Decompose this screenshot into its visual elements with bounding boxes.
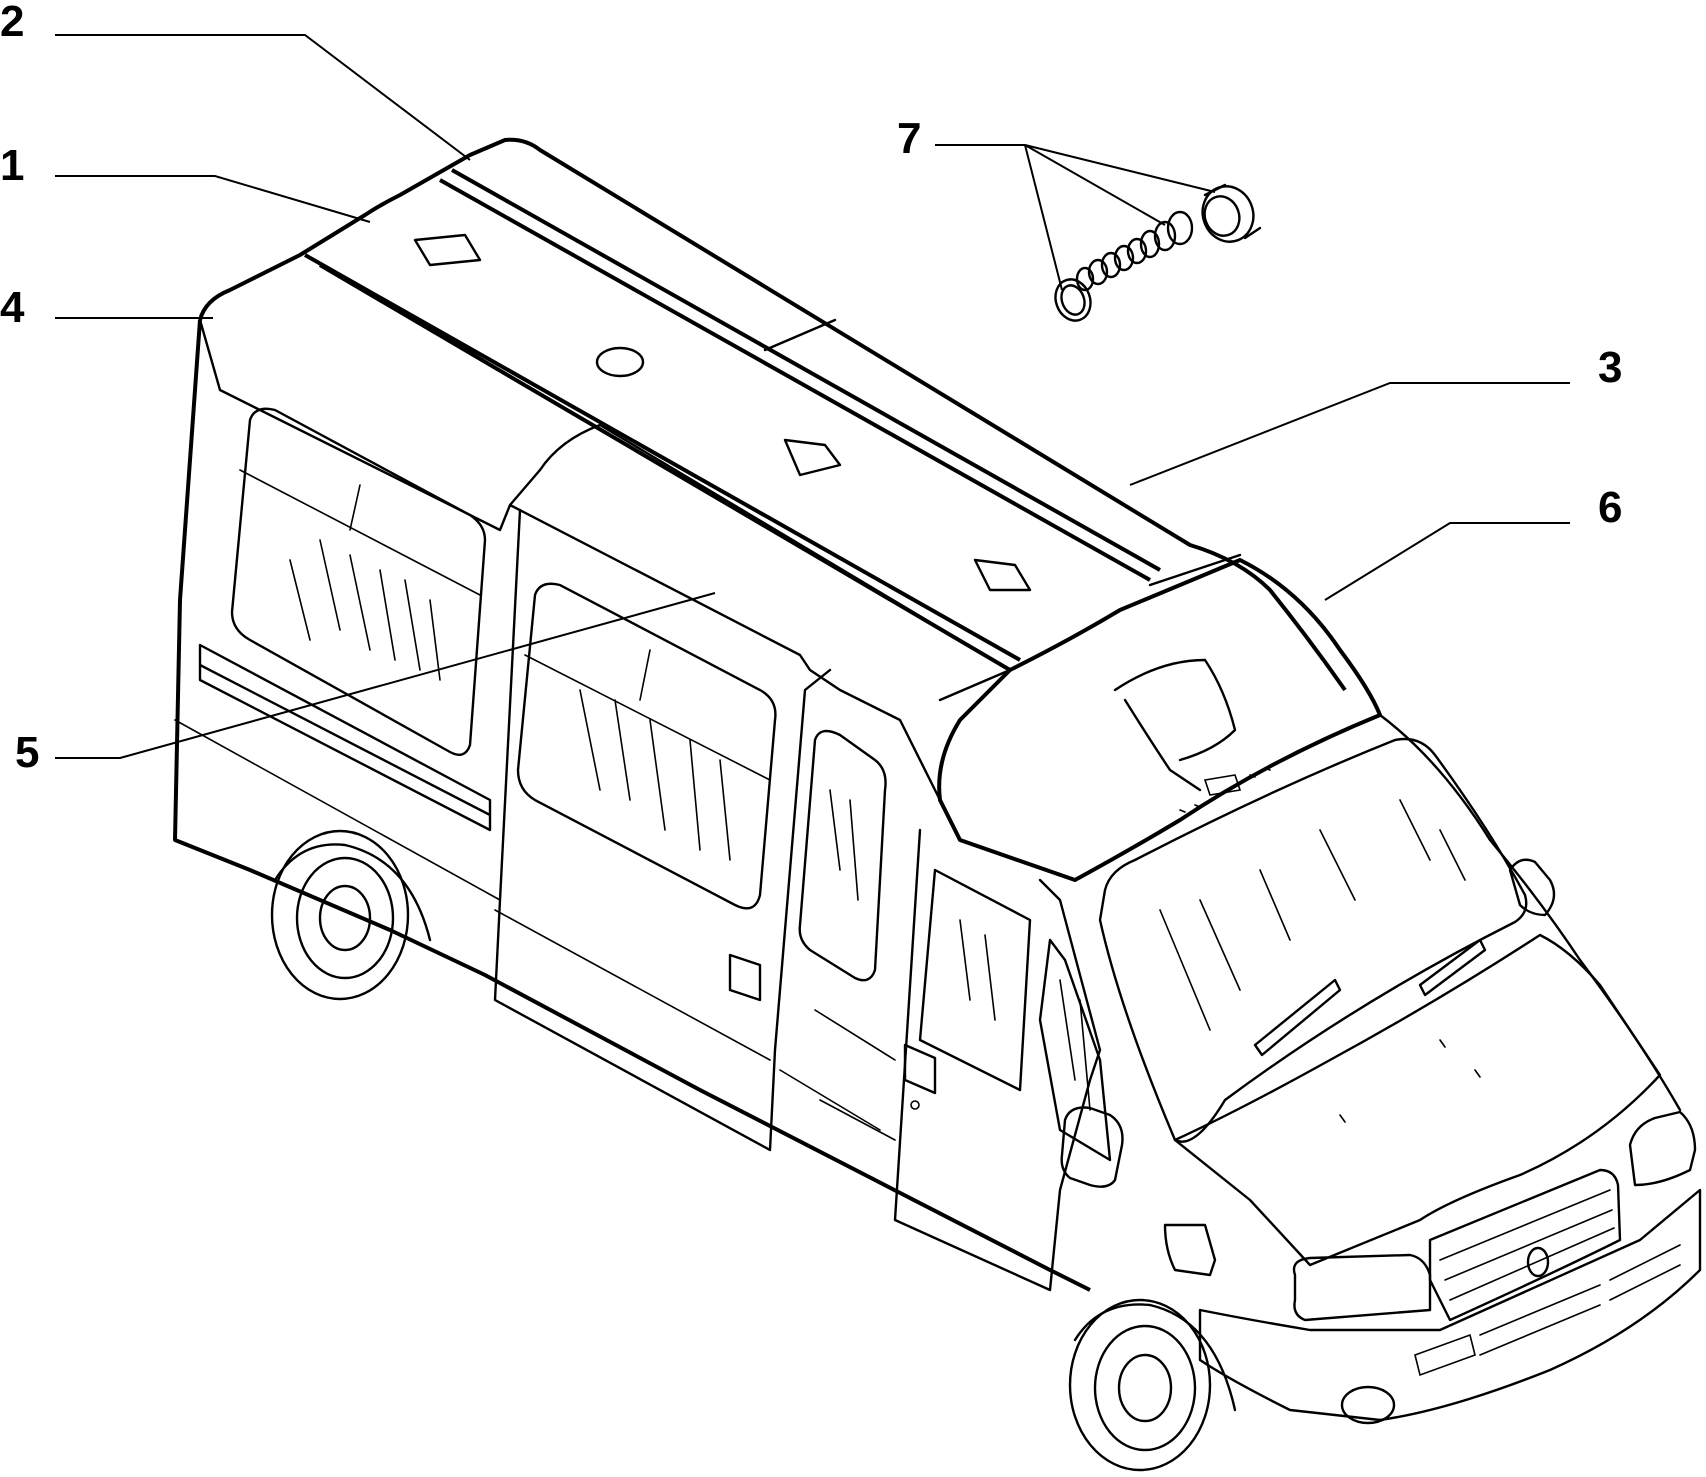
callout-3: 3: [1598, 343, 1622, 392]
sliding-door: [493, 508, 832, 1152]
roof-vent-2: [783, 438, 842, 477]
callout-1: 1: [0, 141, 24, 190]
part-7-ring-inner: [1060, 284, 1086, 316]
callout-2: 2: [0, 0, 24, 46]
roof-rail-right: [439, 168, 1161, 582]
roof-outline: [198, 137, 1347, 692]
quarter-window: [1038, 938, 1112, 1162]
cab-roof: [937, 558, 1382, 882]
roof-round-vent: [595, 346, 645, 378]
part-7-spring: [1075, 210, 1194, 292]
grille-badge: [1526, 1246, 1550, 1278]
part-7-ring-outer: [1054, 278, 1092, 322]
front-side-indicator: [1163, 1223, 1217, 1277]
leader-1: [55, 175, 371, 223]
van-illustration: [173, 137, 1702, 1472]
headlight-left: [1292, 1253, 1432, 1322]
leader-5: [55, 592, 716, 759]
rear-side-trim: [198, 643, 492, 832]
cab-roof-hatch: [1113, 658, 1237, 792]
wiper-left: [1253, 978, 1342, 1057]
leader-3: [1129, 382, 1570, 486]
callout-7: 7: [897, 114, 921, 163]
rear-wheel: [270, 829, 432, 1001]
front-door-window: [918, 868, 1032, 1092]
grille-slats: [1439, 1189, 1615, 1301]
hood-marks: [1339, 1039, 1481, 1123]
side-body-top-edge: [198, 318, 942, 802]
callout-6: 6: [1598, 483, 1622, 532]
roof-vent-3: [973, 558, 1032, 592]
side-body-outline: [173, 319, 1091, 1292]
headlight-right: [1628, 1110, 1697, 1187]
rear-side-window: [230, 407, 487, 756]
hood: [1173, 933, 1662, 1267]
right-mirror: [1508, 858, 1556, 917]
door-window-glass-lines: [579, 689, 731, 861]
leader-2: [55, 34, 471, 161]
fog-light: [1340, 1385, 1396, 1425]
part-7-cap-inner: [1203, 195, 1241, 237]
cab-roof-lamps: [1179, 767, 1271, 813]
rear-window-glass-lines: [289, 539, 441, 681]
bumper-slots: [1414, 1244, 1681, 1377]
part-7-assembly: [1054, 183, 1262, 322]
roof-panel-seams: [538, 318, 1242, 702]
front-wheel: [1068, 1298, 1237, 1472]
door-handle-rear: [728, 953, 762, 1002]
lower-body-lines: [174, 719, 896, 1141]
quarter-glass-lines: [1059, 979, 1091, 1111]
b-pillar-glass-lines: [829, 789, 859, 901]
b-pillar-window: [798, 729, 887, 982]
roof-vent-1: [413, 233, 482, 267]
door-lock: [910, 1100, 920, 1110]
rear-window-divider: [239, 469, 481, 596]
callout-labels: 2 1 4 5 3 6 7: [0, 0, 1622, 777]
leader-6: [1324, 522, 1570, 601]
front-door-glass-lines: [959, 919, 996, 1021]
door-window-divider: [524, 649, 771, 781]
callout-5: 5: [15, 728, 39, 777]
front-bumper: [1198, 1188, 1702, 1422]
leader-7: [935, 144, 1216, 291]
wiper-right: [1418, 938, 1487, 997]
grille: [1428, 1168, 1622, 1322]
leader-lines: [55, 34, 1570, 759]
callout-4: 4: [0, 283, 25, 332]
cab-right-edge: [1378, 713, 1682, 1112]
side-mirror: [1060, 1106, 1124, 1188]
sliding-door-window: [516, 582, 777, 910]
windshield-glass-lines: [1159, 799, 1466, 1031]
front-door: [893, 828, 1102, 1292]
door-handle-front: [903, 1043, 937, 1095]
